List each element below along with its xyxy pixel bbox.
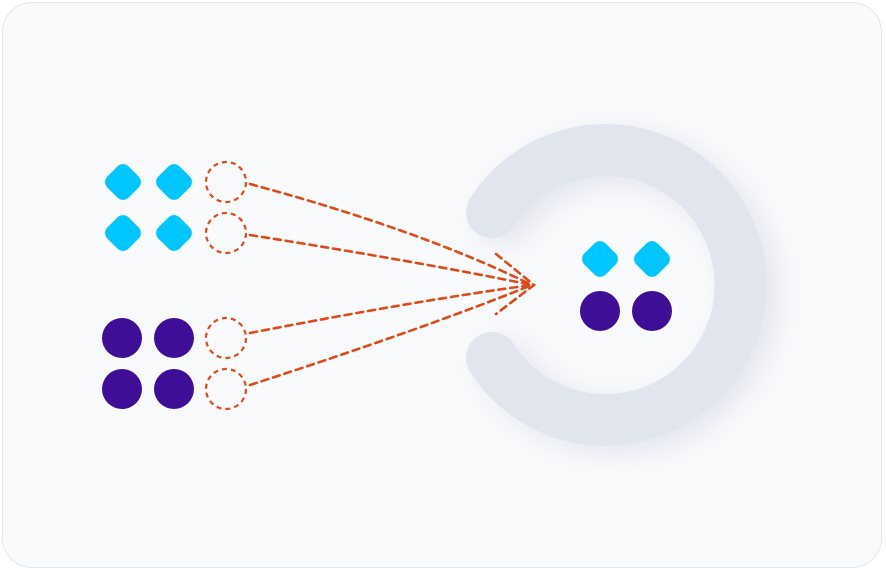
arrow-line: [248, 182, 534, 287]
empty-slot-icon: [204, 316, 248, 360]
purple-circle-icon: [580, 291, 620, 331]
converging-arrows: [248, 182, 537, 387]
source-purple-group: [102, 318, 194, 409]
target-contents: [580, 241, 672, 331]
target-ring: [466, 124, 767, 446]
purple-circle-icon: [154, 369, 194, 409]
purple-circle-icon: [102, 369, 142, 409]
arrow-line: [248, 233, 534, 287]
cyan-diamond-icon: [634, 241, 670, 277]
arrow-line: [248, 283, 534, 335]
empty-slot-icon: [204, 367, 248, 411]
empty-slot-icon: [204, 211, 248, 255]
purple-circle-icon: [102, 318, 142, 358]
cyan-diamond-icon: [105, 164, 141, 200]
source-cyan-group: [105, 164, 192, 251]
arrow-line: [248, 283, 534, 387]
cyan-diamond-icon: [156, 215, 192, 251]
arrow-head-icon: [494, 252, 537, 316]
cyan-diamond-icon: [105, 215, 141, 251]
purple-circle-icon: [632, 291, 672, 331]
empty-slots: [204, 160, 248, 411]
cyan-diamond-icon: [156, 164, 192, 200]
cyan-diamond-icon: [582, 241, 618, 277]
purple-circle-icon: [154, 318, 194, 358]
empty-slot-icon: [204, 160, 248, 204]
